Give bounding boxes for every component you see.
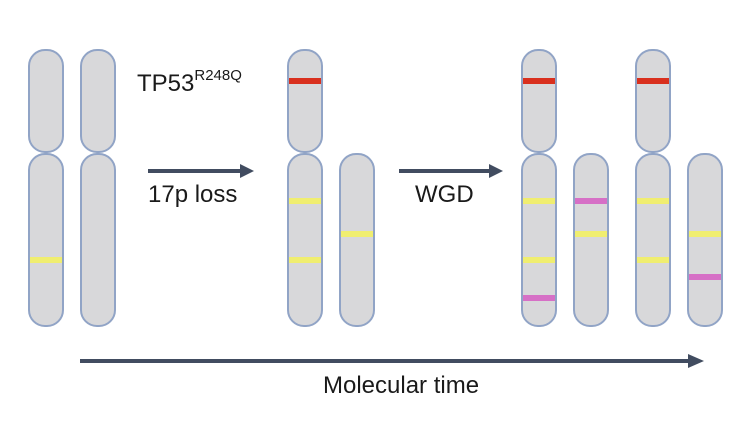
yellow-band bbox=[575, 231, 607, 237]
initial-chromosome-1-p-arm bbox=[28, 49, 64, 153]
after-17p-loss-chromosome-1-p-arm bbox=[287, 49, 323, 153]
arrow-wgd bbox=[399, 164, 503, 178]
after-17p-loss-chromosome-1-q-arm bbox=[287, 153, 323, 327]
after-wgd-chromosome-1-p-arm bbox=[521, 49, 557, 153]
magenta-band bbox=[523, 295, 555, 301]
yellow-band bbox=[30, 257, 62, 263]
step-wgd-label: WGD bbox=[415, 181, 474, 208]
after-wgd-chromosome-3-q-arm bbox=[635, 153, 671, 327]
after-wgd-chromosome-1-q-arm bbox=[521, 153, 557, 327]
yellow-band bbox=[341, 231, 373, 237]
yellow-band bbox=[637, 198, 669, 204]
magenta-band bbox=[689, 274, 721, 280]
tp53-label: TP53R248Q bbox=[137, 67, 242, 97]
step-17p-loss-label: 17p loss bbox=[148, 181, 238, 208]
yellow-band bbox=[523, 198, 555, 204]
after-wgd-chromosome-4-q-arm bbox=[687, 153, 723, 327]
initial-chromosome-2-p-arm bbox=[80, 49, 116, 153]
after-wgd-chromosome-2-q-arm bbox=[573, 153, 609, 327]
after-wgd-chromosome-3-p-arm bbox=[635, 49, 671, 153]
red-band bbox=[289, 78, 321, 84]
yellow-band bbox=[689, 231, 721, 237]
yellow-band bbox=[289, 257, 321, 263]
yellow-band bbox=[637, 257, 669, 263]
yellow-band bbox=[289, 198, 321, 204]
arrow-17p-loss bbox=[148, 164, 254, 178]
mutation-superscript: R248Q bbox=[194, 67, 242, 84]
arrow-molecular-time bbox=[80, 354, 704, 368]
red-band bbox=[523, 78, 555, 84]
molecular-time-label: Molecular time bbox=[323, 372, 480, 399]
initial-chromosome-1-q-arm bbox=[28, 153, 64, 327]
red-band bbox=[637, 78, 669, 84]
magenta-band bbox=[575, 198, 607, 204]
initial-chromosome-2-q-arm bbox=[80, 153, 116, 327]
after-17p-loss-chromosome-2-q-arm bbox=[339, 153, 375, 327]
yellow-band bbox=[523, 257, 555, 263]
gene-name: TP53 bbox=[137, 70, 195, 97]
